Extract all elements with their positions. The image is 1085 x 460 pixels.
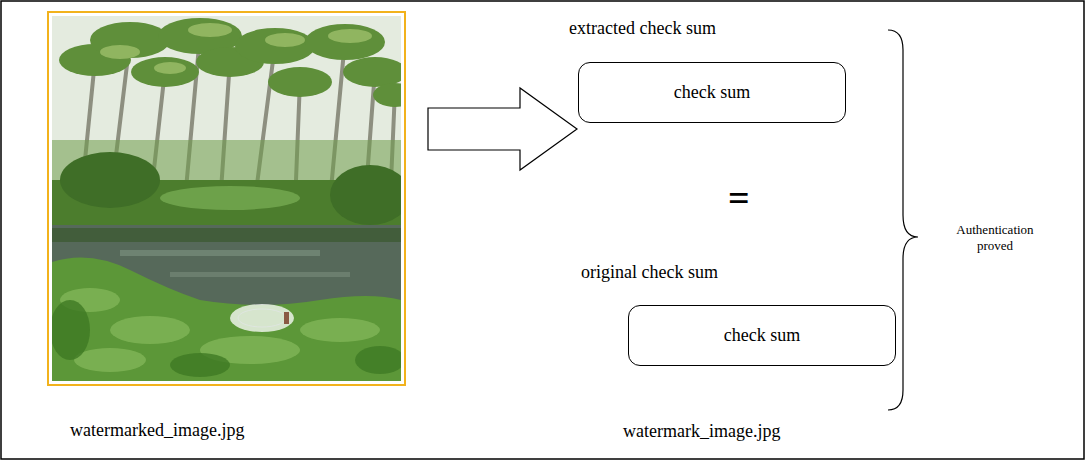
checksum-box: original check sumcheck sum (628, 305, 896, 366)
block-arrow (428, 88, 577, 170)
box-heading: extracted check sum (569, 18, 716, 40)
result-note: Authentication proved (945, 222, 1045, 253)
image-caption: watermark_image.jpg (623, 421, 780, 443)
checksum-box: extracted check sumcheck sum (578, 62, 846, 123)
watermarked-photo (48, 12, 417, 385)
box-heading: original check sum (581, 262, 718, 284)
box-text: check sum (674, 82, 750, 104)
box-text: check sum (724, 325, 800, 347)
equals-sign: = (728, 176, 750, 222)
image-caption: watermarked_image.jpg (70, 420, 244, 442)
